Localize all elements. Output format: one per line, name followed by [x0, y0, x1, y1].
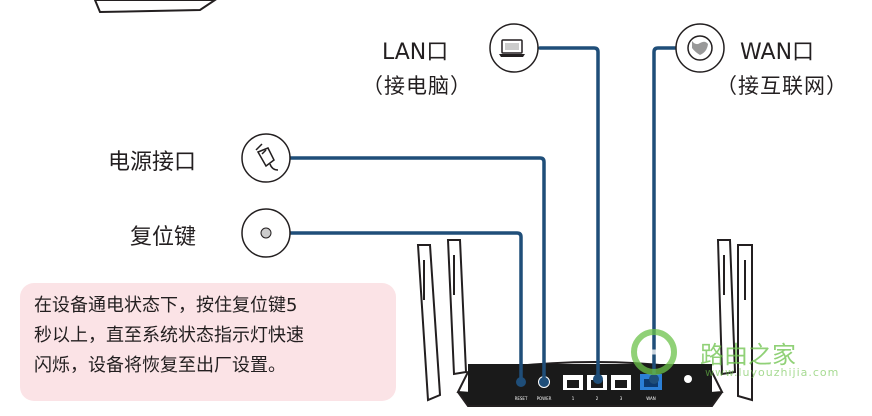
watermark-logo	[631, 329, 677, 375]
port-label-wan: WAN	[646, 396, 655, 401]
reset-button-label: 复位键	[130, 225, 197, 250]
note-line-3: 闪烁，设备将恢复至出厂设置。	[34, 355, 286, 376]
router-body: RESET POWER 1 2 3 WAN	[456, 361, 724, 407]
leader-line-power	[288, 156, 546, 384]
power-port-label: 电源接口	[108, 150, 197, 175]
connector-dots	[516, 374, 659, 387]
port-label-reset: RESET	[515, 396, 528, 401]
watermark-text: 路由之家	[700, 341, 796, 369]
globe-icon	[675, 23, 725, 73]
lan-port-label: LAN口	[382, 40, 449, 65]
leader-line-wan	[652, 46, 678, 380]
port-label-lan2: 2	[596, 396, 599, 401]
laptop-icon	[489, 23, 539, 73]
leader-line-lan	[538, 46, 600, 380]
watermark-url: www.luyouzhijia.com	[705, 366, 840, 379]
antennas	[416, 239, 753, 402]
note-line-1: 在设备通电状态下，按住复位键5	[34, 295, 298, 316]
leader-line-reset	[288, 231, 523, 384]
port-label-lan1: 1	[572, 396, 575, 401]
device-top-edge	[93, 0, 217, 14]
reset-instruction-note: 在设备通电状态下，按住复位键5 秒以上，直至系统状态指示灯快速 闪烁，设备将恢复…	[20, 283, 396, 401]
power-plug-icon	[241, 133, 291, 183]
wan-port-label: WAN口	[740, 40, 815, 65]
reset-icon	[241, 208, 291, 258]
wan-port-sublabel: （接互联网）	[716, 74, 848, 98]
leader-lines	[288, 46, 678, 384]
note-line-2: 秒以上，直至系统状态指示灯快速	[34, 325, 304, 346]
port-label-lan3: 3	[620, 396, 623, 401]
lan-port-sublabel: （接电脑）	[362, 74, 472, 98]
port-label-power: POWER	[537, 396, 552, 401]
